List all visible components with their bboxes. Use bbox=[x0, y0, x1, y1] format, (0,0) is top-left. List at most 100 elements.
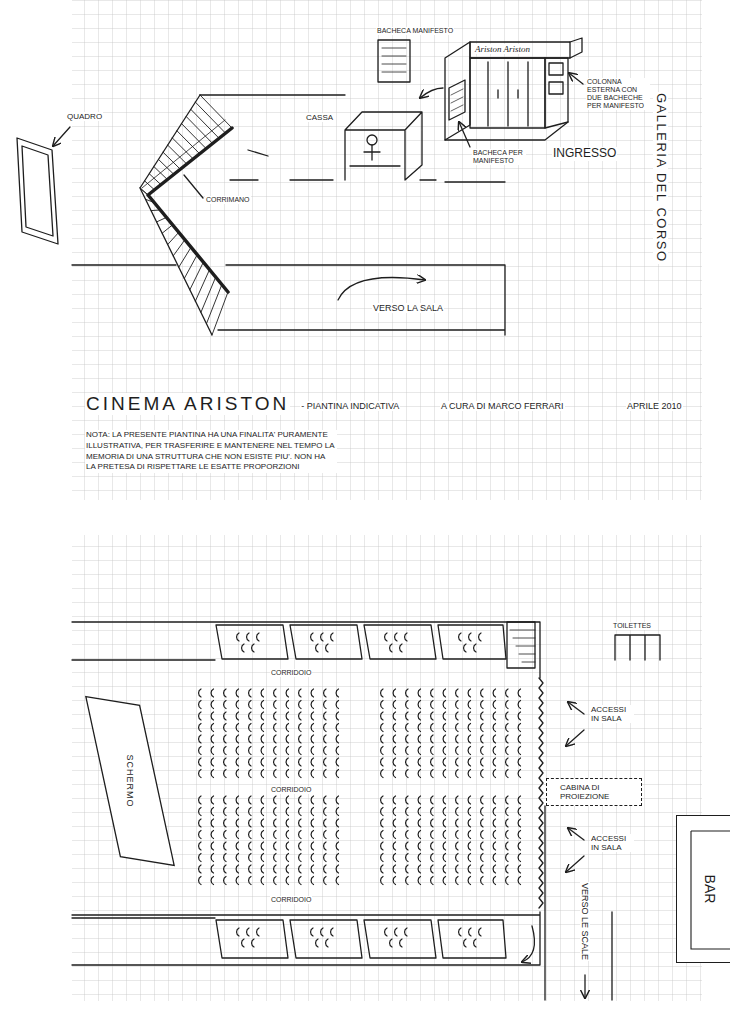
direction-arrow bbox=[338, 278, 425, 301]
seat bbox=[336, 747, 338, 755]
seat bbox=[311, 796, 313, 804]
seat bbox=[261, 747, 263, 755]
seat bbox=[506, 735, 508, 743]
aisle-label: CORRIDOIO bbox=[270, 896, 312, 904]
seat bbox=[400, 644, 402, 652]
seat bbox=[242, 939, 244, 947]
bar-area: BAR bbox=[676, 815, 730, 963]
seat bbox=[261, 865, 263, 873]
seat bbox=[464, 939, 466, 947]
seat bbox=[406, 796, 408, 804]
seat bbox=[506, 842, 508, 850]
seat bbox=[406, 724, 408, 732]
seat bbox=[481, 747, 483, 755]
seat bbox=[393, 842, 395, 850]
seat bbox=[286, 758, 288, 766]
seat bbox=[261, 701, 263, 709]
seat bbox=[381, 831, 383, 839]
seat bbox=[481, 865, 483, 873]
seat bbox=[443, 747, 445, 755]
pen-drawing bbox=[17, 38, 660, 1000]
seat bbox=[286, 724, 288, 732]
curtain-wall bbox=[539, 678, 543, 908]
seat bbox=[456, 819, 458, 827]
seat bbox=[406, 842, 408, 850]
plan-title: CINEMA ARISTON bbox=[85, 393, 290, 415]
seat bbox=[406, 701, 408, 709]
seat bbox=[443, 770, 445, 778]
seat bbox=[242, 644, 244, 652]
seat bbox=[236, 724, 238, 732]
seat bbox=[418, 770, 420, 778]
seat bbox=[324, 701, 326, 709]
aisle-label: CORRIDOIO bbox=[270, 669, 312, 677]
stair-tread bbox=[179, 247, 191, 267]
seat bbox=[249, 842, 251, 850]
seat bbox=[286, 747, 288, 755]
seat bbox=[456, 724, 458, 732]
seat bbox=[406, 689, 408, 697]
seat bbox=[321, 633, 323, 641]
handrail-leader bbox=[184, 175, 203, 198]
foyer-walls bbox=[248, 150, 268, 156]
seat bbox=[468, 865, 470, 873]
seat bbox=[299, 865, 301, 873]
seat bbox=[468, 758, 470, 766]
seat bbox=[406, 865, 408, 873]
seat bbox=[443, 689, 445, 697]
seat bbox=[261, 796, 263, 804]
date-label: APRILE 2010 bbox=[626, 401, 683, 411]
seat bbox=[211, 808, 213, 816]
seat bbox=[274, 758, 276, 766]
foyer-walls bbox=[72, 264, 176, 265]
graph-paper bbox=[72, 535, 702, 1001]
seat bbox=[406, 770, 408, 778]
seat bbox=[236, 758, 238, 766]
seat bbox=[418, 758, 420, 766]
seat bbox=[211, 701, 213, 709]
aisle-label: CORRIDOIO bbox=[270, 786, 312, 794]
seat bbox=[199, 724, 201, 732]
stair-tread bbox=[173, 240, 185, 256]
seat bbox=[199, 854, 201, 862]
seat bbox=[199, 758, 201, 766]
seat bbox=[381, 854, 383, 862]
seat bbox=[261, 735, 263, 743]
node-text: CABINA DI PROIEZIONE bbox=[560, 783, 637, 801]
seat bbox=[224, 758, 226, 766]
seat bbox=[199, 842, 201, 850]
ticket-booth bbox=[350, 145, 400, 166]
seat bbox=[456, 842, 458, 850]
seat bbox=[443, 865, 445, 873]
seat bbox=[211, 854, 213, 862]
entrance bbox=[549, 82, 563, 94]
seat bbox=[418, 796, 420, 804]
seat bbox=[252, 939, 254, 947]
seat bbox=[518, 842, 520, 850]
seat bbox=[299, 831, 301, 839]
seat bbox=[393, 689, 395, 697]
seat bbox=[393, 865, 395, 873]
seat bbox=[274, 831, 276, 839]
seat bbox=[236, 854, 238, 862]
seat bbox=[431, 854, 433, 862]
seat bbox=[311, 735, 313, 743]
poster-board bbox=[378, 40, 410, 82]
seat bbox=[443, 758, 445, 766]
seat bbox=[336, 712, 338, 720]
seat bbox=[456, 865, 458, 873]
seat bbox=[211, 877, 213, 885]
seat bbox=[456, 877, 458, 885]
seat bbox=[431, 819, 433, 827]
seat bbox=[459, 633, 461, 641]
hall-walls bbox=[510, 630, 535, 662]
callout-label: BACHECA PER MANIFESTO bbox=[472, 149, 526, 165]
callout-label: COLONNA ESTERNA CON DUE BACHECHE PER MAN… bbox=[586, 78, 650, 110]
entrance bbox=[420, 88, 443, 98]
seat bbox=[211, 758, 213, 766]
seat bbox=[506, 808, 508, 816]
seat bbox=[468, 819, 470, 827]
seat bbox=[468, 796, 470, 804]
seat bbox=[381, 701, 383, 709]
seat bbox=[418, 701, 420, 709]
